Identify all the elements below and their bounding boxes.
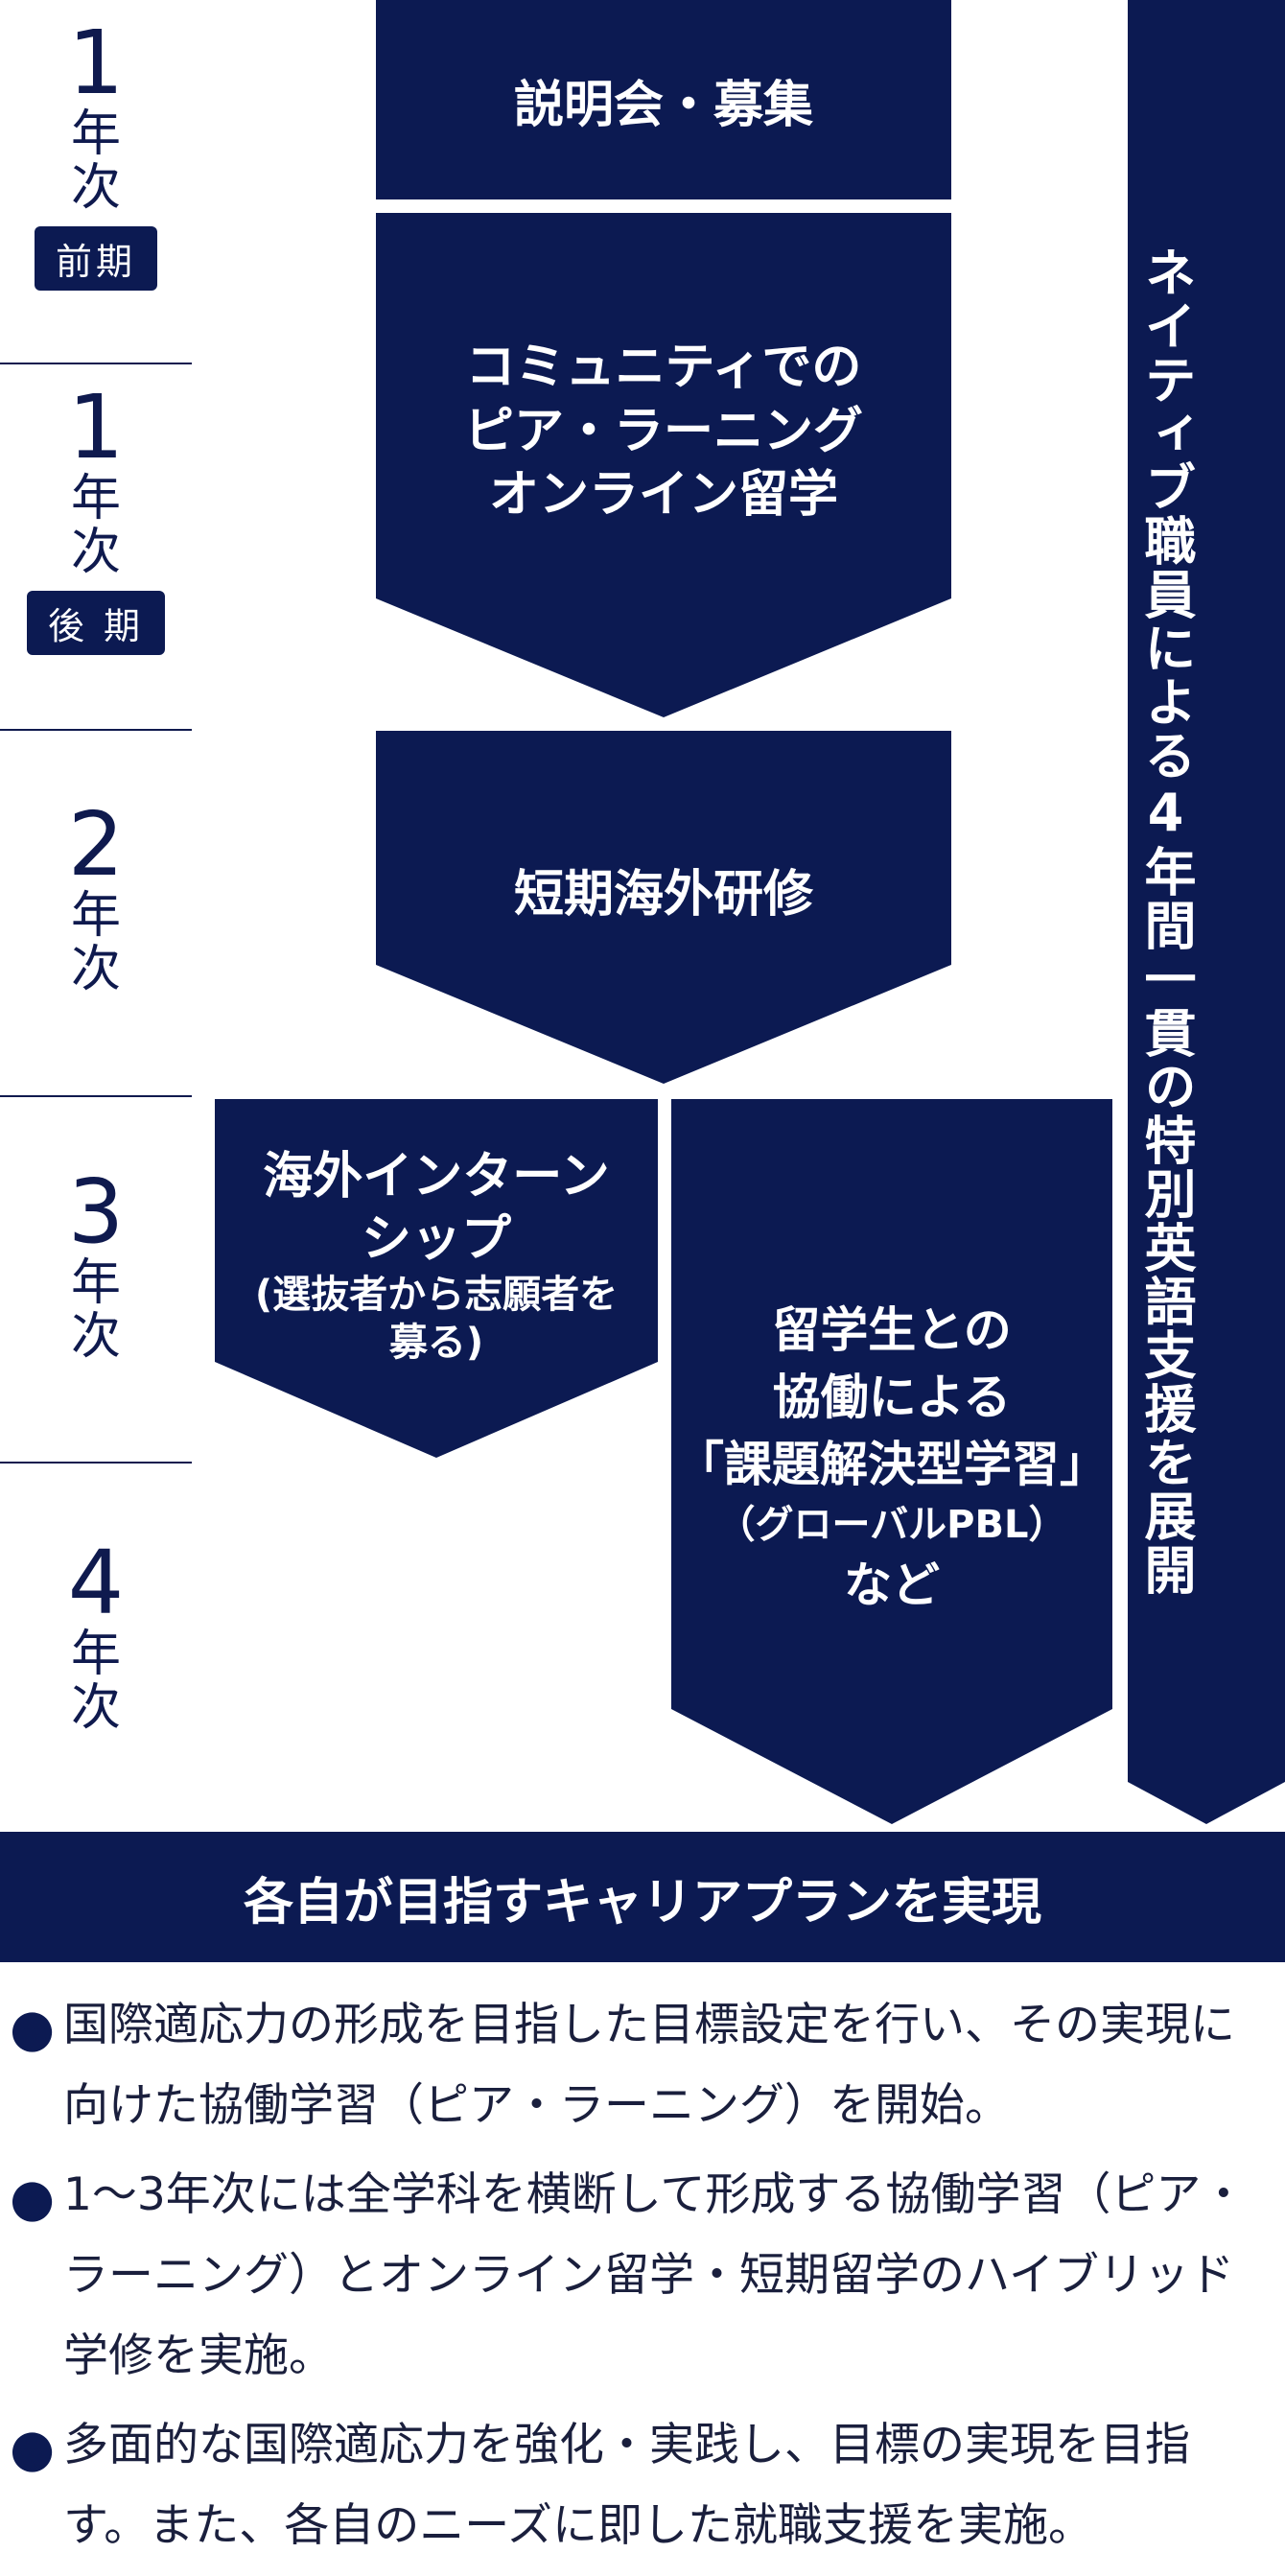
- year-char: 次: [70, 1308, 121, 1367]
- pbl-arrow: [671, 1099, 1112, 1824]
- year-divider: [0, 1462, 192, 1464]
- year-char: 次: [70, 524, 121, 582]
- year-3: 3 年 次: [0, 1160, 192, 1367]
- year-4: 4 年 次: [0, 1532, 192, 1738]
- short-training-label: 短期海外研修: [513, 865, 813, 924]
- bullet-icon: ●: [10, 2167, 56, 2229]
- year-char: 年: [70, 1626, 121, 1683]
- year-char: 年: [70, 105, 121, 163]
- year-char: 次: [70, 159, 121, 218]
- internship-line: シップ: [361, 1210, 511, 1268]
- native-staff-support-label: ネイティブ職員による4年間一貫の特別英語支援を展開: [1135, 245, 1196, 1597]
- year-number: 3: [67, 1160, 125, 1263]
- internship-note: 募る): [388, 1321, 484, 1365]
- bullet-icon: ●: [10, 2418, 56, 2479]
- year-1-first-half: 1 年 次 前期: [0, 12, 192, 292]
- year-number: 4: [67, 1532, 125, 1634]
- pbl-line: （グローバルPBL）: [716, 1503, 1067, 1547]
- year-divider: [0, 1095, 192, 1097]
- career-plan-label: 各自が目指すキャリアプランを実現: [243, 1873, 1041, 1932]
- list-item: ● 国際適応力の形成を目指した目標設定を行い、その実現に向けた協働学習（ピア・ラ…: [10, 1985, 1275, 2145]
- year-char: 年: [70, 887, 121, 945]
- term-badge-first: 前期: [34, 226, 157, 292]
- year-number: 1: [67, 376, 125, 479]
- support-arrow: [1128, 0, 1285, 1824]
- peer-learning-line: ピア・ラーニング: [463, 402, 863, 460]
- info-session-label: 説明会・募集: [513, 76, 813, 134]
- pbl-line: など: [844, 1557, 940, 1613]
- pbl-label: 留学生との 協働による 「課題解決型学習」 （グローバルPBL） など: [671, 1285, 1112, 1630]
- term-badge-second: 後 期: [26, 591, 166, 656]
- short-training-label-wrap: 短期海外研修: [376, 827, 951, 951]
- career-plan-banner: 各自が目指すキャリアプランを実現: [0, 1832, 1285, 1962]
- pbl-line: 留学生との: [772, 1302, 1012, 1358]
- list-item: ● 1〜3年次には全学科を横断して形成する協働学習（ピア・ラーニング）とオンライ…: [10, 2155, 1275, 2396]
- year-1-second-half: 1 年 次 後 期: [0, 376, 192, 656]
- internship-label: 海外インターン シップ (選抜者から志願者を 募る): [215, 1141, 658, 1371]
- bullet-text: 国際適応力の形成を目指した目標設定を行い、その実現に向けた協働学習（ピア・ラーニ…: [63, 1999, 1235, 2132]
- year-char: 次: [70, 1679, 121, 1738]
- peer-learning-line: オンライン留学: [488, 466, 838, 525]
- internship-arrow: [215, 1099, 658, 1458]
- bullet-text: 多面的な国際適応力を強化・実践し、目標の実現を目指す。また、各自のニーズに即した…: [63, 2419, 1190, 2552]
- year-number: 2: [67, 793, 125, 896]
- info-session-label-wrap: 説明会・募集: [376, 0, 951, 199]
- pbl-line: 協働による: [772, 1370, 1012, 1425]
- year-2: 2 年 次: [0, 793, 192, 999]
- bullet-text: 1〜3年次には全学科を横断して形成する協働学習（ピア・ラーニング）とオンライン留…: [63, 2168, 1247, 2382]
- year-char: 年: [70, 470, 121, 527]
- info-session-box: [376, 0, 951, 199]
- short-training-arrow: [376, 731, 951, 1084]
- bullet-icon: ●: [10, 1998, 56, 2058]
- peer-learning-arrow: [376, 213, 951, 717]
- flow-shapes: [215, 0, 1285, 1824]
- year-char: 年: [70, 1254, 121, 1312]
- year-number: 1: [67, 12, 125, 114]
- internship-line: 海外インターン: [263, 1148, 610, 1206]
- year-char: 次: [70, 941, 121, 999]
- list-item: ● 多面的な国際適応力を強化・実践し、目標の実現を目指す。また、各自のニーズに即…: [10, 2405, 1275, 2565]
- year-divider: [0, 729, 192, 731]
- year-divider: [0, 363, 192, 364]
- bullet-list: ● 国際適応力の形成を目指した目標設定を行い、その実現に向けた協働学習（ピア・ラ…: [10, 1985, 1275, 2576]
- peer-learning-line: コミュニティでの: [465, 339, 862, 397]
- pbl-line: 「課題解決型学習」: [676, 1437, 1108, 1492]
- internship-note: (選抜者から志願者を: [254, 1273, 619, 1317]
- peer-learning-label: コミュニティでの ピア・ラーニング オンライン留学: [376, 316, 951, 547]
